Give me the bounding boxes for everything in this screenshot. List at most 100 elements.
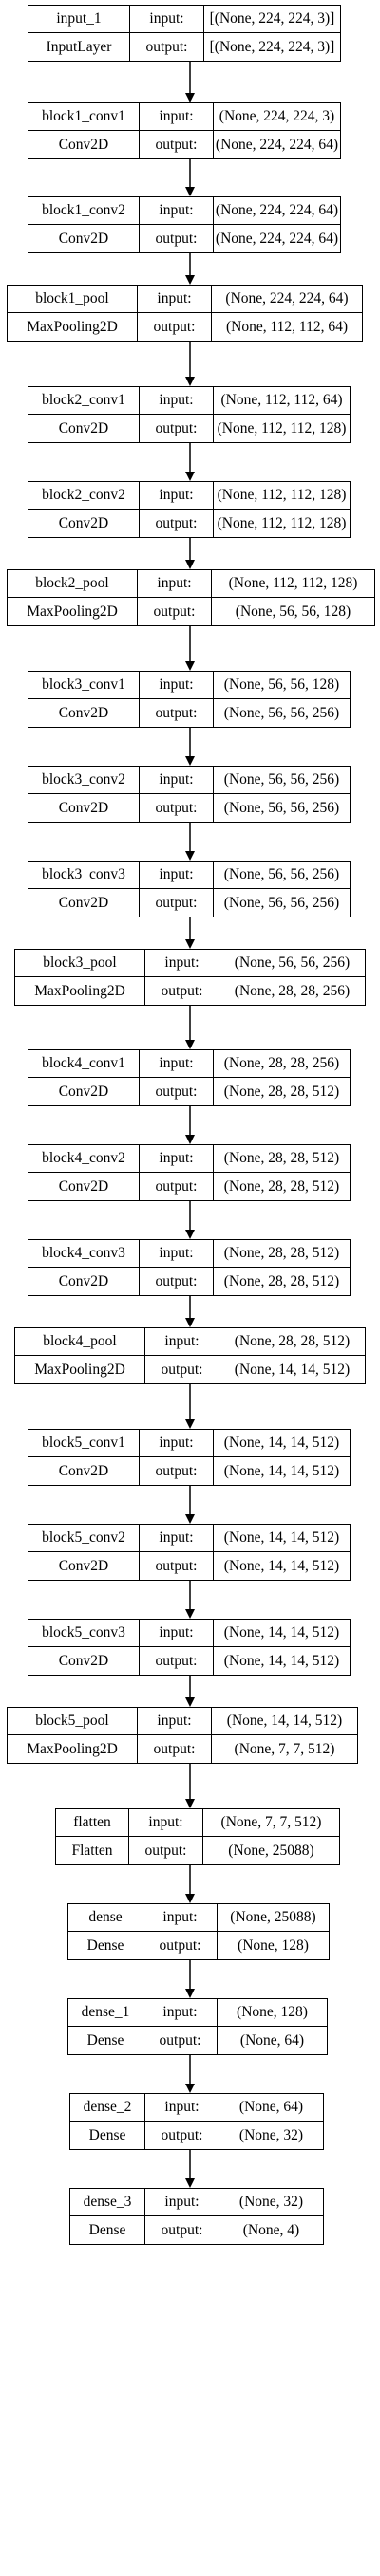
layer-name: block4_pool [15, 1328, 145, 1355]
input-label: input: [140, 482, 214, 509]
input-label: input: [145, 2189, 219, 2215]
arrow-head-icon [185, 661, 195, 671]
input-shape: (None, 56, 56, 256) [223, 866, 340, 882]
input-shape: (None, 56, 56, 128) [223, 676, 340, 693]
layer-name: block3_conv3 [28, 862, 140, 888]
arrow-head-icon [185, 1040, 195, 1049]
arrow-head-icon [185, 472, 195, 481]
layer-name: block1_conv2 [28, 197, 140, 224]
layer-name: dense_2 [70, 2094, 145, 2121]
input-label: input: [140, 672, 214, 698]
output-label: output: [140, 131, 214, 158]
input-shape: (None, 112, 112, 64) [220, 392, 343, 408]
layer-type: Conv2D [28, 131, 140, 158]
layer-name: block2_conv2 [28, 482, 140, 509]
output-shape: (None, 7, 7, 512) [234, 1740, 335, 1757]
layer-name: block2_conv1 [28, 387, 140, 414]
input-label: input: [129, 1809, 203, 1836]
output-shape: (None, 4) [242, 2221, 300, 2238]
layer-name: block4_conv2 [28, 1145, 140, 1172]
output-shape: (None, 14, 14, 512) [223, 1652, 340, 1669]
input-shape: (None, 224, 224, 64) [225, 290, 349, 306]
layer-name: input_1 [28, 6, 130, 32]
output-label: output: [140, 889, 214, 917]
input-label: input: [140, 1240, 214, 1267]
output-shape: (None, 64) [239, 2031, 305, 2048]
layer-type: Flatten [56, 1837, 129, 1864]
arrow-head-icon [185, 1135, 195, 1144]
input-shape: (None, 112, 112, 128) [217, 487, 347, 503]
input-label: input: [140, 387, 214, 414]
layer-name: block2_pool [8, 570, 138, 597]
arrow-head-icon [185, 1799, 195, 1808]
input-label: input: [145, 1328, 219, 1355]
layer-type: Conv2D [28, 1647, 140, 1675]
layer-type: Conv2D [28, 1457, 140, 1485]
input-label: input: [140, 1145, 214, 1172]
input-shape: (None, 28, 28, 512) [223, 1150, 340, 1166]
layer-type: Conv2D [28, 510, 140, 537]
input-label: input: [143, 1904, 218, 1931]
layer-name: block5_conv2 [28, 1525, 140, 1551]
input-shape: (None, 7, 7, 512) [220, 1814, 322, 1830]
input-label: input: [140, 1620, 214, 1646]
output-shape: (None, 25088) [228, 1842, 314, 1859]
output-label: output: [145, 1356, 219, 1383]
arrow-head-icon [185, 2178, 195, 2188]
arrow-head-icon [185, 1697, 195, 1707]
input-shape: (None, 28, 28, 512) [234, 1333, 351, 1349]
input-shape: (None, 14, 14, 512) [223, 1435, 340, 1451]
layer-type: Conv2D [28, 1078, 140, 1105]
input-label: input: [143, 1999, 218, 2026]
output-shape: (None, 112, 112, 64) [226, 318, 348, 335]
arrow-head-icon [185, 1989, 195, 1998]
arrow-head-icon [185, 1318, 195, 1327]
input-label: input: [138, 286, 212, 312]
output-shape: (None, 28, 28, 512) [223, 1177, 340, 1195]
output-shape: (None, 56, 56, 256) [223, 799, 340, 816]
arrow-head-icon [185, 187, 195, 196]
input-shape: (None, 224, 224, 3) [218, 108, 335, 124]
output-shape: (None, 28, 28, 256) [234, 982, 351, 999]
arrow-head-icon [185, 275, 195, 285]
output-label: output: [140, 415, 214, 442]
arrow-head-icon [185, 1894, 195, 1903]
layer-type: Conv2D [28, 1268, 140, 1295]
layer-name: block5_pool [8, 1708, 138, 1734]
input-shape: (None, 25088) [230, 1909, 316, 1925]
layer-type: Dense [70, 2122, 145, 2149]
output-shape: (None, 112, 112, 128) [217, 419, 347, 436]
output-label: output: [140, 1457, 214, 1485]
layer-type: MaxPooling2D [8, 313, 138, 341]
output-label: output: [140, 1268, 214, 1295]
